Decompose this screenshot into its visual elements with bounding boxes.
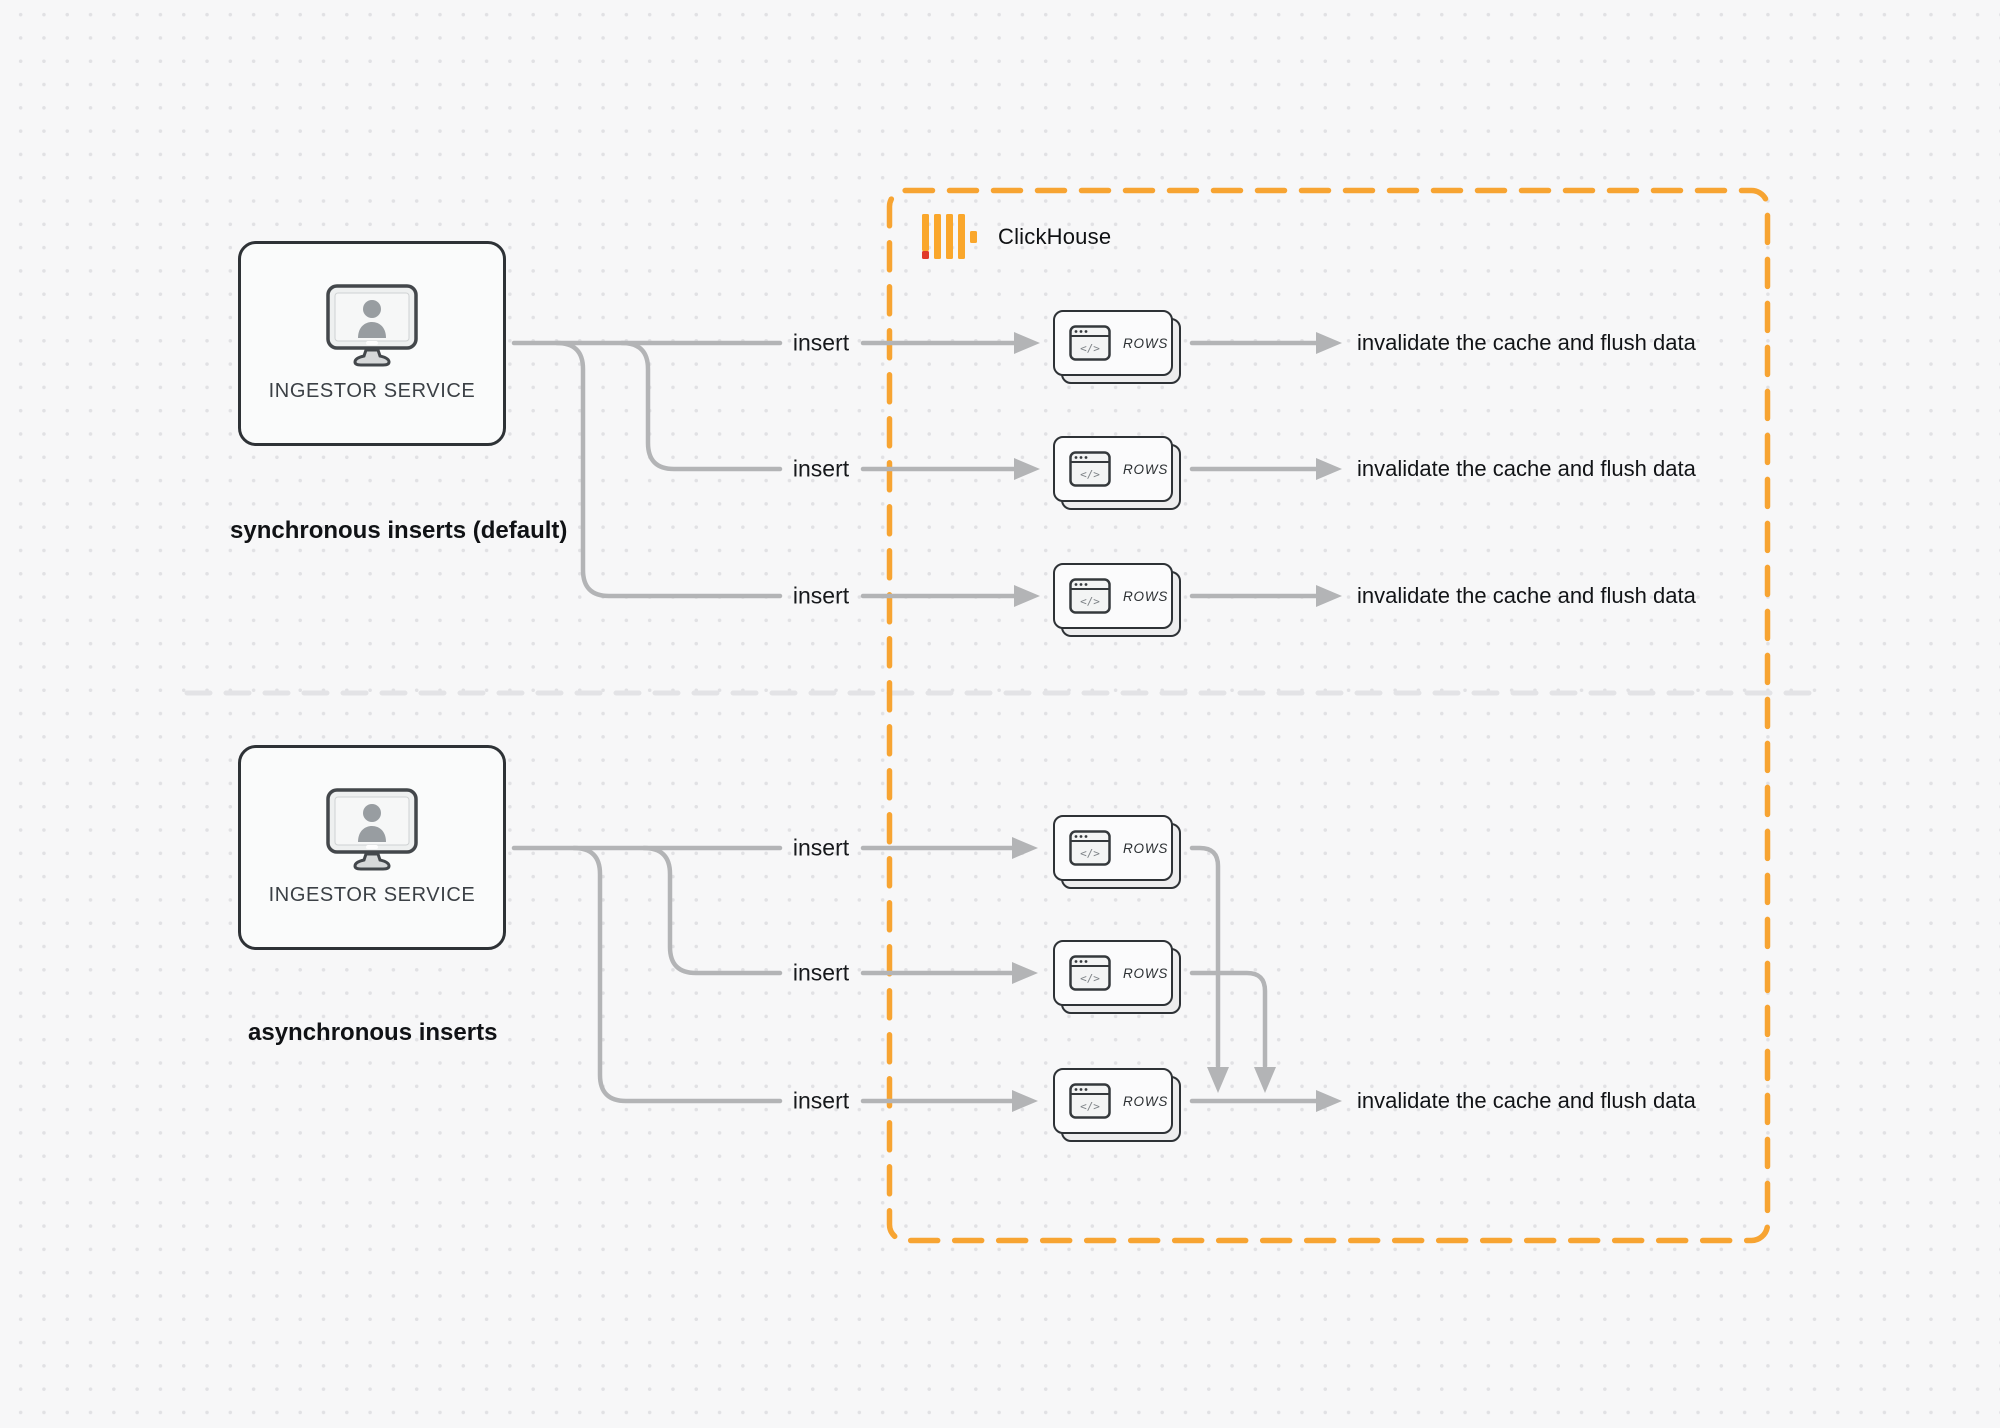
async-rows-node-1: </> ROWS [1053, 815, 1183, 891]
sync-connectors [511, 340, 1319, 599]
sync-result-label-3: invalidate the cache and flush data [1357, 583, 1696, 608]
async-connectors [511, 845, 1319, 1104]
rows-label: ROWS [1123, 1093, 1169, 1109]
rows-card-front: </> ROWS [1053, 940, 1173, 1006]
async-result-label: invalidate the cache and flush data [1357, 1088, 1696, 1113]
code-glyph: </> [1080, 972, 1100, 985]
rows-card-front: </> ROWS [1053, 815, 1173, 881]
code-window-icon: </> [1069, 1083, 1111, 1119]
rows-label: ROWS [1123, 335, 1169, 351]
code-glyph: </> [1080, 595, 1100, 608]
sync-insert-label-3: insert [792, 582, 850, 609]
async-branch-row2 [641, 845, 783, 976]
code-glyph: </> [1080, 847, 1100, 860]
sync-arrowheads [1014, 332, 1342, 607]
code-window-icon: </> [1069, 578, 1111, 614]
sync-rows-node-2: </> ROWS [1053, 436, 1183, 512]
async-arrowheads [1012, 837, 1342, 1112]
rows-card-front: </> ROWS [1053, 1068, 1173, 1134]
arrowhead [1012, 837, 1038, 859]
code-window-icon: </> [1069, 955, 1111, 991]
rows-card-front: </> ROWS [1053, 563, 1173, 629]
arrowhead [1316, 1090, 1342, 1112]
monitor-user-icon [326, 284, 418, 367]
arrowhead [1316, 585, 1342, 607]
arrowhead [1012, 1090, 1038, 1112]
sync-rows-node-3: </> ROWS [1053, 563, 1183, 639]
arrowhead-down [1254, 1067, 1276, 1093]
async-insert-label-2: insert [792, 959, 850, 986]
code-window-icon: </> [1069, 451, 1111, 487]
sync-branch-row2 [619, 340, 783, 472]
sync-ingestor-service-label: INGESTOR SERVICE [268, 380, 476, 402]
rows-card-front: </> ROWS [1053, 436, 1173, 502]
sync-result-label-1: invalidate the cache and flush data [1357, 330, 1696, 355]
rows-label: ROWS [1123, 965, 1169, 981]
code-glyph: </> [1080, 1100, 1100, 1113]
async-node2-down-connector [1189, 970, 1268, 1069]
arrowhead [1316, 458, 1342, 480]
async-insert-label-1: insert [792, 834, 850, 861]
arrowhead [1316, 332, 1342, 354]
code-glyph: </> [1080, 342, 1100, 355]
sync-rows-node-1: </> ROWS [1053, 310, 1183, 386]
async-rows-node-2: </> ROWS [1053, 940, 1183, 1016]
code-glyph: </> [1080, 468, 1100, 481]
arrowhead [1014, 585, 1040, 607]
code-window-icon: </> [1069, 830, 1111, 866]
rows-card-front: </> ROWS [1053, 310, 1173, 376]
sync-ingestor-service-node: INGESTOR SERVICE [238, 241, 506, 446]
rows-label: ROWS [1123, 461, 1169, 477]
clickhouse-title: ClickHouse [998, 224, 1112, 249]
async-insert-label-3: insert [792, 1087, 850, 1114]
clickhouse-logo-icon [922, 214, 977, 259]
clickhouse-boundary [886, 187, 1771, 1244]
async-rows-node-3: </> ROWS [1053, 1068, 1183, 1144]
code-window-icon: </> [1069, 325, 1111, 361]
sync-insert-label-2: insert [792, 455, 850, 482]
async-ingestor-service-node: INGESTOR SERVICE [238, 745, 506, 950]
rows-label: ROWS [1123, 588, 1169, 604]
arrowhead [1014, 458, 1040, 480]
rows-label: ROWS [1123, 840, 1169, 856]
arrowhead [1014, 332, 1040, 354]
async-node1-down-connector [1189, 845, 1221, 1069]
async-ingestor-service-label: INGESTOR SERVICE [268, 884, 476, 906]
sync-insert-label-1: insert [792, 329, 850, 356]
sync-result-label-2: invalidate the cache and flush data [1357, 456, 1696, 481]
monitor-user-icon [326, 788, 418, 871]
arrowhead-down [1207, 1067, 1229, 1093]
async-branch-row3 [571, 845, 783, 1104]
clickhouse-header: ClickHouse [922, 214, 1111, 260]
sync-section-caption: synchronous inserts (default) [230, 517, 568, 544]
arrowhead [1012, 962, 1038, 984]
async-section-caption: asynchronous inserts [248, 1019, 498, 1046]
sync-branch-row3 [554, 340, 783, 599]
